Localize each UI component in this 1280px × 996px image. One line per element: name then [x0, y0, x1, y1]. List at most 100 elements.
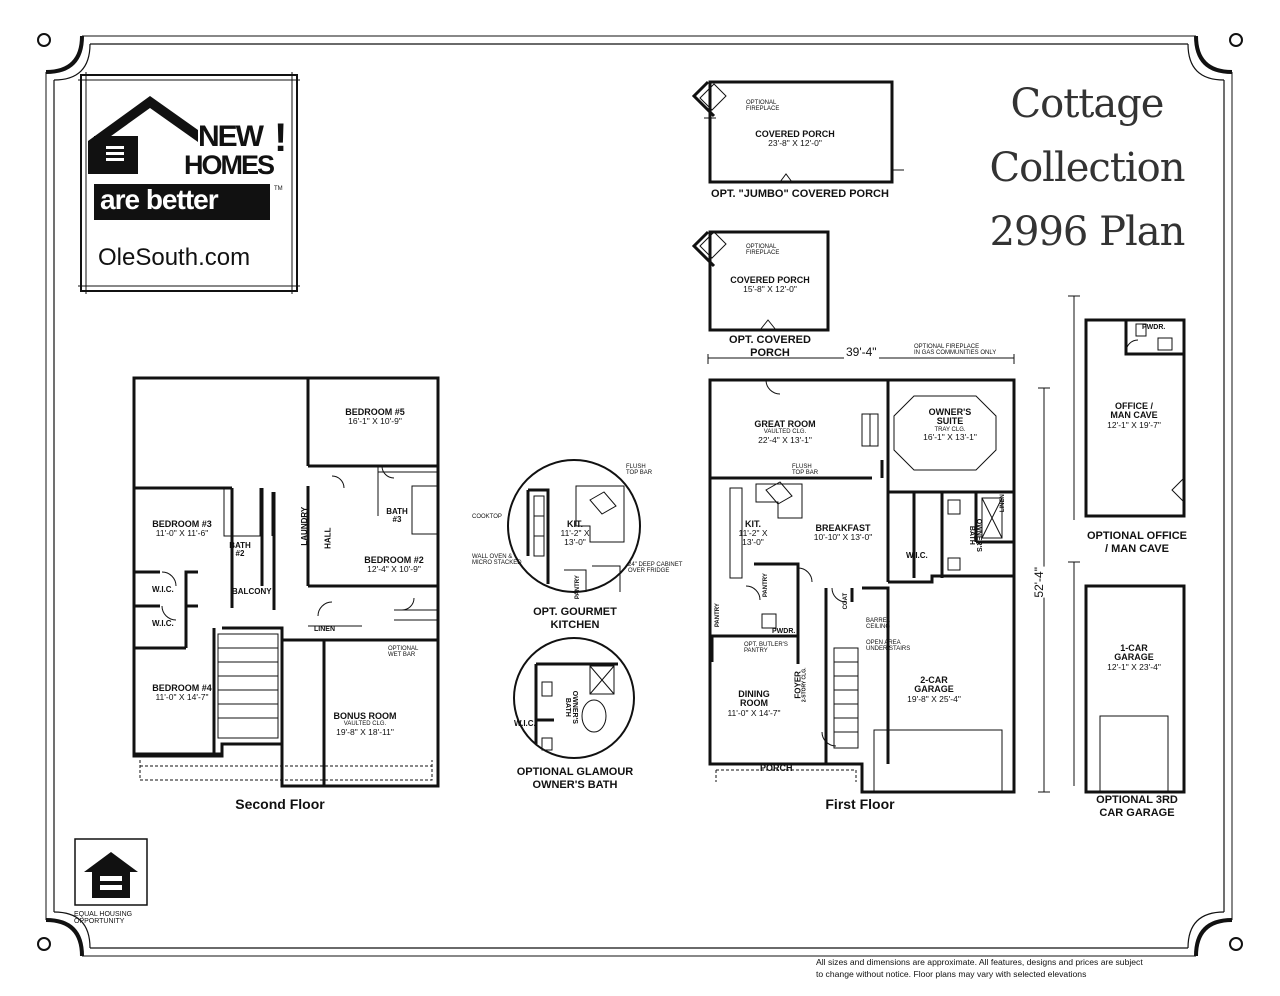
- wall-oven-note: WALL OVEN & MICRO STACKED: [472, 554, 522, 567]
- gourmet-kit-label: KIT. 11'-2" X 13'-0": [552, 519, 598, 548]
- bonus-room-dim: 19'-8" X 18'-11": [336, 726, 394, 737]
- foyer-note: 2-STORY CLG.: [801, 667, 808, 703]
- bath2-num: #2: [235, 549, 245, 559]
- ff-owners-bath-label: OWNER'S BATH: [967, 519, 982, 552]
- third-garage-dim: 12'-1" X 23'-4": [1107, 661, 1161, 672]
- hall-label: HALL: [323, 527, 333, 549]
- cabinet-note-2: OVER FRIDGE: [628, 568, 670, 575]
- bedroom3-label: BEDROOM #3 11'-0" X 11'-6": [140, 519, 224, 539]
- ff-owners-bath-2: BATH: [967, 525, 975, 545]
- gourmet-kit-dim2: 13'-0": [564, 537, 586, 548]
- bath3-num: #3: [392, 515, 402, 525]
- dining-name-2: ROOM: [740, 698, 768, 709]
- gourmet-pantry-label: PANTRY: [574, 575, 581, 600]
- bonus-room-label: BONUS ROOM VAULTED CLG. 19'-8" X 18'-11": [320, 711, 410, 737]
- butler-pantry-note-2: PANTRY: [744, 648, 768, 655]
- equal-housing-line-1: EQUAL HOUSING: [74, 911, 133, 918]
- butler-pantry-note-1: OPT. BUTLER'S: [744, 642, 788, 648]
- equal-housing-line-2: OPPORTUNITY: [74, 918, 125, 925]
- logo-homes: HOMES: [184, 150, 275, 180]
- bedroom2-name: BEDROOM #2: [364, 555, 424, 565]
- bath3-name: BATH: [386, 507, 408, 516]
- bonus-room-note: VAULTED CLG.: [343, 721, 387, 728]
- office-pwdr-label: PWDR.: [1142, 324, 1166, 331]
- great-room-label: GREAT ROOM VAULTED CLG. 22'-4" X 13'-1": [740, 419, 830, 445]
- logo-frame: [78, 72, 300, 294]
- butler-pantry-note: OPT. BUTLER'S PANTRY: [744, 642, 788, 655]
- first-floor-caption: First Floor: [825, 796, 895, 812]
- office-name-1: OFFICE /: [1115, 401, 1153, 411]
- great-room-name: GREAT ROOM: [754, 419, 816, 429]
- logo-tm: TM: [274, 186, 283, 192]
- open-area-note: OPEN AREA UNDER STAIRS: [866, 640, 910, 653]
- ff-fireplace-note: OPTIONAL FIREPLACE IN GAS COMMUNITIES ON…: [914, 344, 996, 357]
- ff-porch-label: PORCH: [760, 763, 793, 773]
- porch-fireplace-note: OPTIONAL FIREPLACE: [746, 244, 779, 257]
- wall-oven-note-1: WALL OVEN &: [472, 554, 513, 560]
- equal-housing-logo: EQUAL HOUSING OPPORTUNITY: [74, 838, 148, 925]
- logo-website: OleSouth.com: [98, 244, 251, 271]
- office-dim: 12'-1" X 19'-7": [1107, 419, 1161, 430]
- ff-flush-note-2: TOP BAR: [792, 470, 819, 477]
- glamour-bath-label: OWNER'S BATH: [563, 691, 578, 724]
- bedroom3-dim: 11'-0" X 11'-6": [155, 528, 209, 539]
- disclaimer-line-1: All sizes and dimensions are approximate…: [816, 957, 1143, 967]
- porch-caption: OPT. COVERED PORCH: [710, 334, 830, 360]
- garage-label: 2-CAR GARAGE 19'-8" X 25'-4": [894, 675, 974, 704]
- plan-title: Cottage Collection 2996 Plan: [972, 72, 1202, 264]
- gourmet-flush-note: FLUSH TOP BAR: [626, 464, 652, 477]
- jumbo-porch-label: COVERED PORCH 23'-8" X 12'-0": [730, 129, 860, 148]
- disclaimer-line-2: to change without notice. Floor plans ma…: [816, 969, 1087, 979]
- depth-dimension: 52'-4": [1031, 567, 1046, 598]
- gourmet-flush-note-1: FLUSH: [626, 464, 646, 470]
- office-name-2: MAN CAVE: [1110, 410, 1158, 421]
- office-caption-2: / MAN CAVE: [1105, 543, 1169, 555]
- bath2-label: BATH #2: [226, 541, 254, 559]
- office-label: OFFICE / MAN CAVE 12'-1" X 19'-7": [1096, 401, 1172, 430]
- logo-exclaim: !: [274, 116, 288, 160]
- owners-suite-dim: 16'-1" X 13'-1": [923, 432, 977, 443]
- third-garage-caption-1: OPTIONAL 3RD: [1096, 794, 1178, 806]
- bedroom5-dim: 16'-1" X 10'-9": [348, 416, 402, 427]
- jumbo-fireplace-note: OPTIONAL FIREPLACE: [746, 100, 779, 113]
- gourmet-kitchen-plan: [507, 459, 641, 593]
- glamour-caption-1: OPTIONAL GLAMOUR: [516, 766, 634, 778]
- bedroom2-label: BEDROOM #2 12'-4" X 10'-9": [354, 555, 434, 574]
- porch-fireplace-note-1: OPTIONAL: [746, 244, 777, 250]
- equal-housing-icon: [74, 838, 148, 906]
- laundry-label: LAUNDRY: [300, 506, 310, 546]
- office-plan: [1068, 295, 1186, 520]
- third-garage-plan: [1068, 561, 1186, 794]
- porch-room: COVERED PORCH: [730, 275, 810, 285]
- gourmet-caption-2: KITCHEN: [550, 619, 600, 631]
- ff-owners-bath-1: OWNER'S: [974, 518, 982, 552]
- owners-suite-note: TRAY CLG.: [934, 426, 966, 433]
- wet-bar-note-1: OPTIONAL: [388, 646, 419, 652]
- ff-kit-name: KIT.: [744, 519, 761, 529]
- porch-label: COVERED PORCH 15'-8" X 12'-0": [710, 275, 830, 294]
- ff-kit-dim1: 11'-2" X: [738, 528, 768, 539]
- title-line-1: Cottage: [1010, 81, 1165, 127]
- glamour-bath-name-1: OWNER'S: [570, 690, 578, 724]
- glamour-bath-name-2: BATH: [563, 697, 571, 717]
- ff-kit-dim2: 13'-0": [742, 537, 764, 548]
- brand-logo: NEW ! HOMES are better TM OleSouth.com: [78, 72, 300, 294]
- bath2-name: BATH: [229, 541, 251, 550]
- wic1-label: W.I.C.: [152, 585, 174, 594]
- garage-name-2: GARAGE: [914, 684, 954, 695]
- ff-linen-label: LINEN: [999, 494, 1006, 513]
- third-garage-label: 1-CAR GARAGE 12'-1" X 23'-4": [1096, 643, 1172, 672]
- jumbo-porch-room: COVERED PORCH: [755, 129, 835, 139]
- bedroom4-name: BEDROOM #4: [152, 683, 212, 693]
- gourmet-kitchen-caption: OPT. GOURMET KITCHEN: [510, 606, 640, 632]
- bath3-label: BATH #3: [384, 507, 410, 525]
- jumbo-fireplace-note-2: FIREPLACE: [746, 106, 780, 113]
- jumbo-fireplace-note-1: OPTIONAL: [746, 100, 777, 106]
- breakfast-label: BREAKFAST 10'-10" X 13'-0": [804, 523, 882, 542]
- covered-porch-plan: [691, 230, 830, 332]
- dining-label: DINING ROOM 11'-0" X 14'-7": [716, 689, 792, 718]
- width-dimension: 39'-4": [844, 345, 879, 359]
- breakfast-name: BREAKFAST: [815, 523, 871, 533]
- title-line-3: 2996 Plan: [989, 209, 1186, 255]
